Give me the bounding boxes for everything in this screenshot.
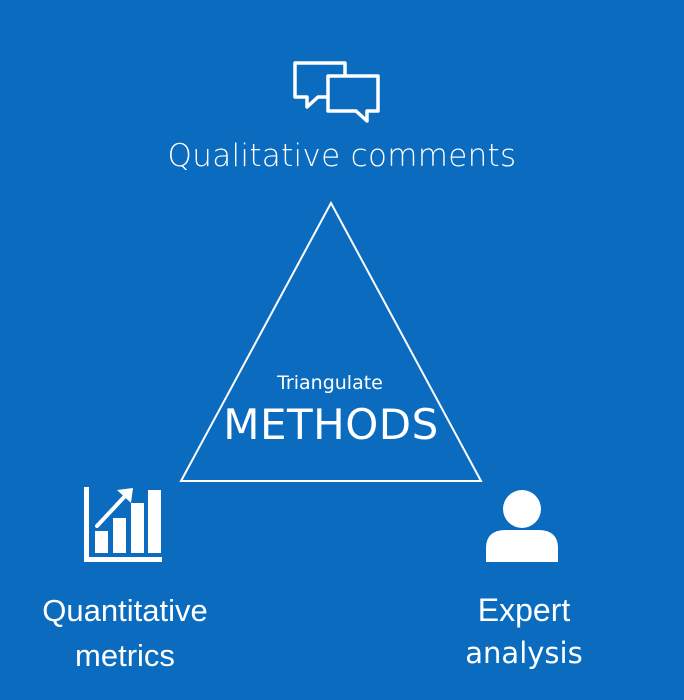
quantitative-line: Quantitative — [42, 593, 208, 628]
triangulate-label: Triangulate — [277, 372, 383, 394]
analysis-label: analysis — [465, 636, 583, 670]
top-label: Qualitative comments — [167, 138, 517, 174]
quantitative-metrics-label: Quantitative metrics — [10, 588, 240, 678]
expert-label: Expert — [477, 592, 571, 628]
methods-label: METHODS — [223, 400, 439, 449]
metrics-line: metrics — [75, 638, 175, 673]
